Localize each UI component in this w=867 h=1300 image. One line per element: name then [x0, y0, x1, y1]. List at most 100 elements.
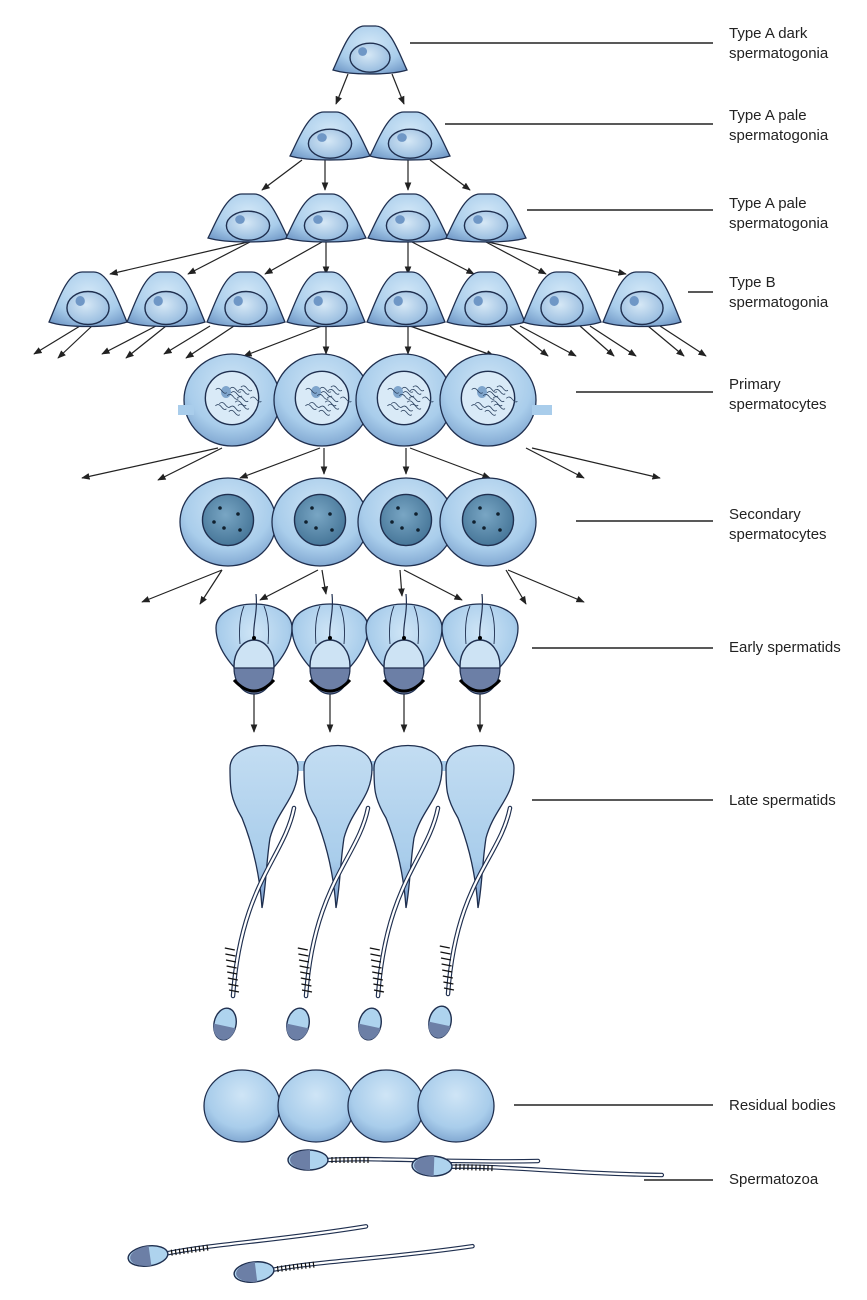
- midpiece-mark: [373, 989, 385, 993]
- chromatin-dot: [236, 512, 240, 516]
- midpiece-mark: [296, 1263, 299, 1270]
- nucleus: [204, 370, 260, 426]
- nucleus: [304, 290, 348, 326]
- chromatin: [240, 385, 253, 392]
- type-a-pale-cell: [367, 193, 449, 243]
- midpiece-mark: [370, 959, 382, 963]
- chromatin: [327, 389, 340, 395]
- chromatin: [317, 394, 329, 400]
- midpiece-mark: [228, 989, 240, 993]
- nucleolus: [397, 133, 407, 142]
- type-a-pale-cell: [285, 193, 367, 243]
- nucleus: [384, 290, 428, 326]
- midpiece-mark: [276, 1266, 279, 1273]
- midpiece-mark: [298, 959, 310, 963]
- midpiece-mark: [194, 1246, 197, 1253]
- midpiece-mark: [439, 945, 450, 949]
- midpiece-mark: [373, 983, 384, 987]
- chromatin-dot: [478, 506, 482, 510]
- chromatin: [485, 386, 498, 393]
- division-arrow: [163, 325, 211, 355]
- chromatin: [330, 385, 343, 392]
- midpiece-mark: [174, 1249, 177, 1256]
- manchette: [389, 605, 395, 645]
- late-spermatid-cell: [428, 744, 515, 1039]
- midpiece-mark: [225, 959, 237, 963]
- nucleolus: [75, 296, 85, 306]
- primary-spermatocyte-cell: [355, 353, 453, 447]
- chromatin-dot: [472, 520, 476, 524]
- nucleolus: [313, 296, 323, 306]
- chromatin: [387, 404, 399, 410]
- head-nucleus: [286, 1023, 309, 1040]
- midpiece-mark: [288, 1264, 291, 1271]
- type-b-cell: [446, 271, 526, 328]
- chromatin: [340, 396, 352, 403]
- chromatin: [228, 409, 241, 416]
- label-early-spermatids: Early spermatids: [729, 639, 841, 656]
- residual-body: [417, 1069, 495, 1143]
- nucleolus: [153, 296, 163, 306]
- chromatin: [230, 391, 243, 397]
- early-spermatid-cell: [365, 593, 443, 695]
- midpiece-mark: [299, 965, 310, 969]
- division-arrow: [335, 73, 349, 105]
- manchette: [489, 605, 495, 645]
- primary-spermatocyte-cell: [273, 353, 371, 447]
- chromatin-dot: [400, 526, 404, 530]
- division-arrow: [243, 325, 323, 357]
- chromatin: [471, 387, 483, 394]
- midpiece-mark: [369, 947, 380, 951]
- nucleolus: [317, 133, 327, 142]
- chromatin: [400, 409, 413, 416]
- nucleolus: [549, 296, 559, 306]
- chromatin-dot: [304, 520, 308, 524]
- chromatin: [319, 405, 331, 412]
- head-nucleus: [130, 1245, 152, 1266]
- manchette: [339, 605, 345, 645]
- nucleolus: [393, 296, 403, 306]
- midpiece-mark: [442, 969, 453, 973]
- division-arrow: [525, 447, 585, 479]
- midpiece-mark: [226, 965, 237, 969]
- division-arrow: [57, 325, 93, 359]
- midpiece-mark: [228, 983, 239, 987]
- chromatin: [305, 387, 317, 394]
- chromatin: [471, 404, 483, 410]
- cytoplasmic-bridge: [363, 761, 383, 771]
- midpiece-mark: [300, 1263, 303, 1270]
- division-arrow: [264, 241, 323, 275]
- label-spermatozoa: Spermatozoa: [729, 1171, 819, 1188]
- chromatin: [229, 405, 241, 412]
- manchette: [263, 605, 269, 645]
- label-leader-lines: [410, 42, 713, 1181]
- nucleus: [540, 290, 584, 326]
- division-arrow: [157, 447, 223, 481]
- primary-spermatocyte-cell: [183, 353, 281, 447]
- chromatin-dot: [482, 526, 486, 530]
- midpiece-mark: [206, 1244, 209, 1251]
- division-arrow: [409, 325, 495, 357]
- division-arrow: [403, 569, 463, 601]
- chromatin: [399, 394, 411, 400]
- midpiece-mark: [300, 971, 311, 975]
- chromatin: [485, 405, 497, 412]
- late-spermatid-cell: [286, 744, 373, 1041]
- centriole: [252, 636, 256, 640]
- chromatin: [483, 394, 495, 400]
- nucleolus: [235, 215, 245, 224]
- nucleus: [464, 290, 508, 326]
- chromatin-dot: [310, 506, 314, 510]
- midpiece-mark: [178, 1248, 181, 1255]
- nucleus: [376, 370, 432, 426]
- chromatin: [401, 386, 414, 393]
- spermatozoon: [411, 1155, 665, 1178]
- chromatin-dot: [496, 512, 500, 516]
- cell-stages: [48, 25, 682, 1283]
- nucleus: [294, 370, 350, 426]
- chromatin: [402, 391, 415, 397]
- midpiece-mark: [292, 1264, 295, 1271]
